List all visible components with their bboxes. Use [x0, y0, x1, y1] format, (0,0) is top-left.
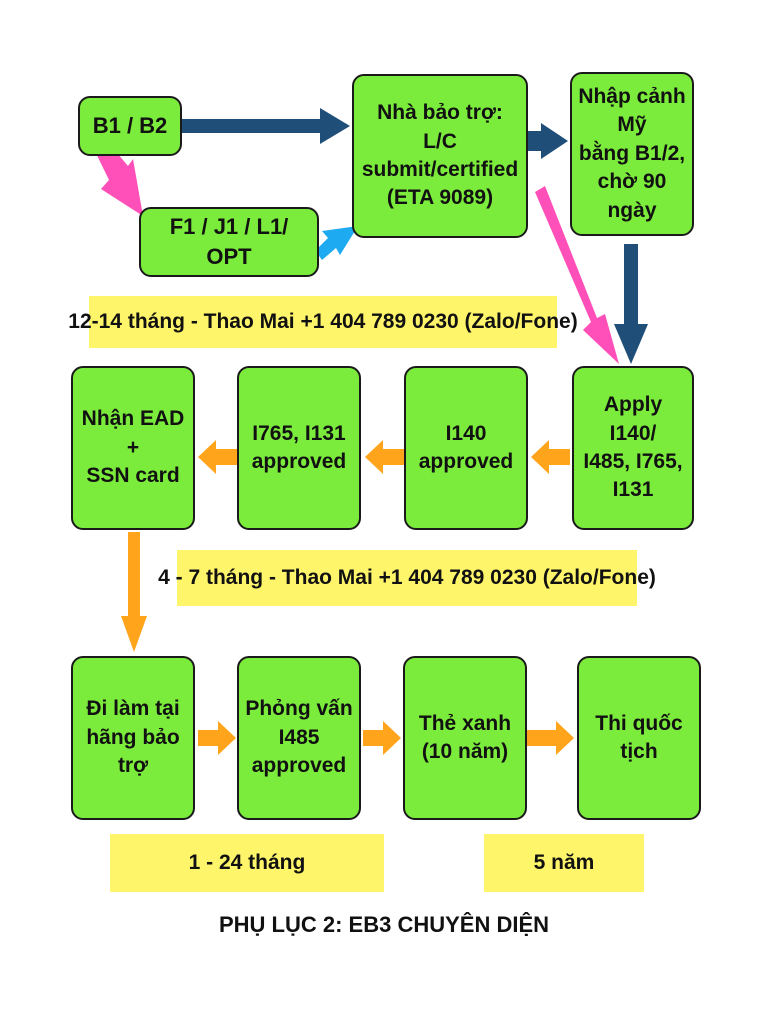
- arrow-f1-to-sponsor: [312, 226, 358, 260]
- arrow-interview-to-greencard: [363, 721, 401, 755]
- timeline-band-12-14-months: 12-14 tháng - Thao Mai +1 404 789 0230 (…: [68, 296, 578, 348]
- arrow-apply-to-i140: [531, 440, 570, 474]
- node-work-at-sponsor: Đi làm tại hãng bảo trợ: [71, 656, 195, 820]
- arrow-i765-to-ead: [198, 440, 237, 474]
- diagram-caption: PHỤ LỤC 2: EB3 CHUYÊN DIỆN: [218, 912, 550, 937]
- arrow-ead-to-work: [121, 532, 147, 652]
- node-interview-i485: Phỏng vấn I485 approved: [237, 656, 361, 820]
- node-i765-i131-approved: I765, I131 approved: [237, 366, 361, 530]
- arrow-b1b2-to-sponsor: [182, 108, 350, 144]
- node-sponsor-labor-cert: Nhà bảo trợ: L/C submit/certified (ETA 9…: [352, 74, 528, 238]
- node-b1b2: B1 / B2: [78, 96, 182, 156]
- arrow-greencard-to-citizenship: [527, 721, 574, 755]
- node-f1-j1-l1-opt: F1 / J1 / L1/ OPT: [139, 207, 319, 277]
- node-apply-i140-i485: Apply I140/ I485, I765, I131: [572, 366, 694, 530]
- arrow-entry-to-apply: [614, 244, 648, 364]
- timeline-band-5-years: 5 năm: [484, 834, 644, 892]
- arrow-sponsor-to-apply: [535, 186, 619, 364]
- node-citizenship: Thi quốc tịch: [577, 656, 701, 820]
- arrow-i140-to-i765: [365, 440, 404, 474]
- node-ead-ssn: Nhận EAD + SSN card: [71, 366, 195, 530]
- timeline-band-1-24-months: 1 - 24 tháng: [110, 834, 384, 892]
- arrow-work-to-interview: [198, 721, 236, 755]
- node-us-entry: Nhập cảnh Mỹ bằng B1/2, chờ 90 ngày: [570, 72, 694, 236]
- node-green-card: Thẻ xanh (10 năm): [403, 656, 527, 820]
- timeline-band-4-7-months: 4 - 7 tháng - Thao Mai +1 404 789 0230 (…: [158, 550, 656, 606]
- node-i140-approved: I140 approved: [404, 366, 528, 530]
- arrow-sponsor-to-entry: [528, 123, 568, 159]
